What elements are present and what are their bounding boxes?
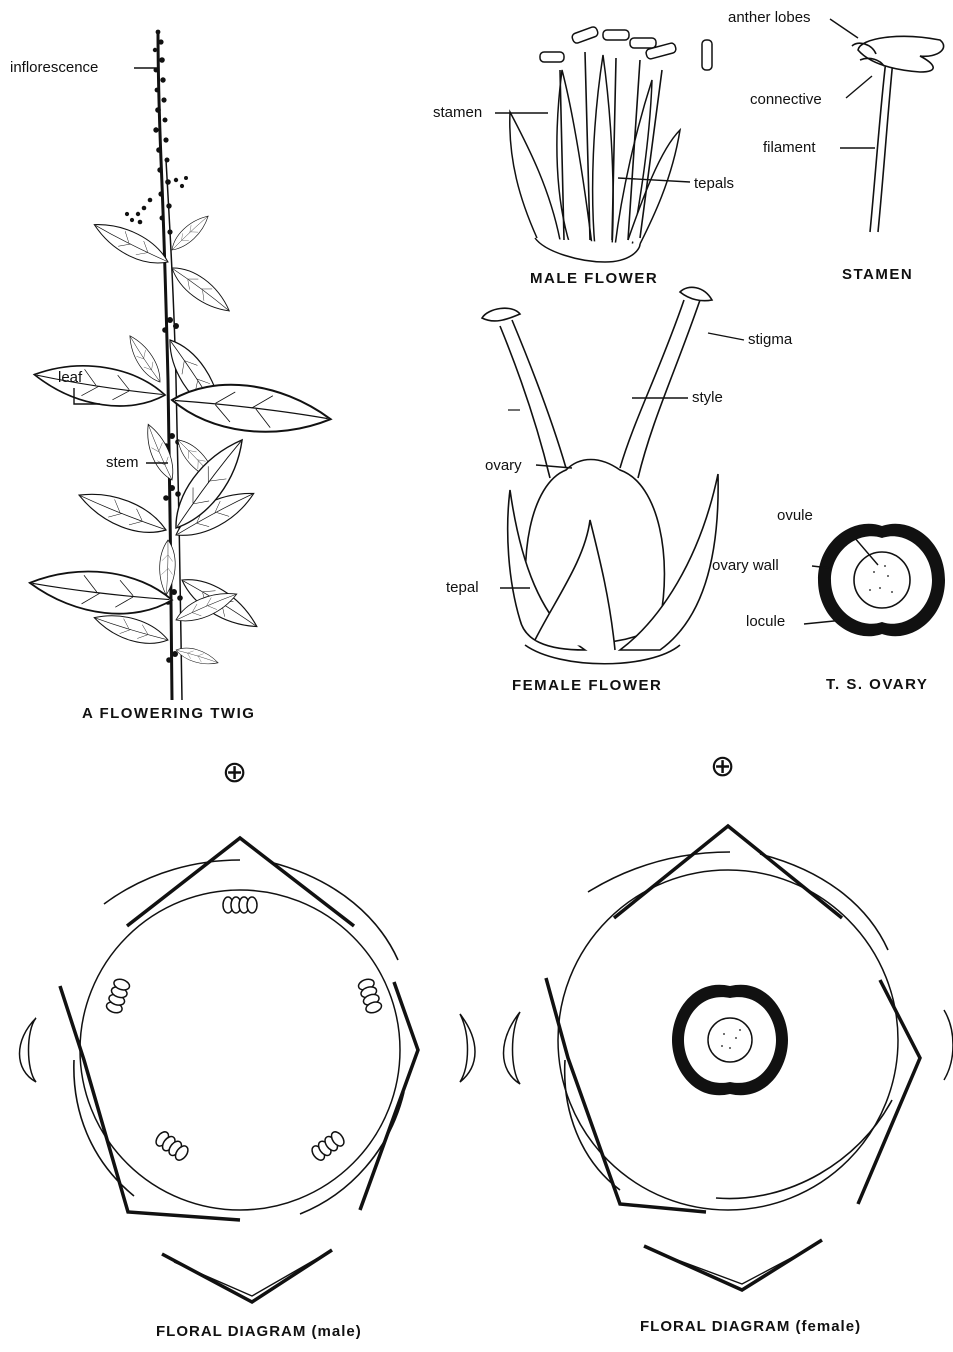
male-flower-anthers (540, 26, 712, 70)
caption-male-flower: MALE FLOWER (530, 270, 658, 287)
label-inflorescence: inflorescence (10, 60, 98, 76)
label-stigma: stigma (748, 332, 792, 348)
caption-flowering-twig: A FLOWERING TWIG (82, 705, 255, 722)
label-leaf: leaf (58, 370, 82, 386)
stamen-drawing (852, 36, 944, 232)
label-filament: filament (763, 140, 816, 156)
label-tepal: tepal (446, 580, 479, 596)
female-diagram-ovary (672, 985, 788, 1095)
label-stamen: stamen (433, 105, 482, 121)
flowering-twig-drawing (27, 30, 334, 700)
caption-female-flower: FEMALE FLOWER (512, 677, 662, 694)
female-flower-drawing (482, 287, 718, 663)
caption-ts-ovary: T. S. OVARY (826, 676, 928, 693)
label-stem: stem (106, 455, 139, 471)
actinomorphic-symbol-female: ⊕ (710, 752, 735, 782)
male-flower-drawing (510, 26, 712, 262)
ts-ovary-drawing (818, 524, 945, 637)
caption-floral-diagram-female: FLORAL DIAGRAM (female) (640, 1318, 861, 1335)
actinomorphic-symbol-male: ⊕ (222, 758, 247, 788)
label-anther-lobes: anther lobes (728, 10, 811, 26)
caption-stamen: STAMEN (842, 266, 913, 283)
label-ovary: ovary (485, 458, 522, 474)
label-ovule: ovule (777, 508, 813, 524)
label-style: style (692, 390, 723, 406)
label-ovary-wall: ovary wall (712, 558, 779, 574)
label-locule: locule (746, 614, 785, 630)
label-tepals: tepals (694, 176, 734, 192)
caption-floral-diagram-male: FLORAL DIAGRAM (male) (156, 1323, 362, 1340)
label-connective: connective (750, 92, 822, 108)
